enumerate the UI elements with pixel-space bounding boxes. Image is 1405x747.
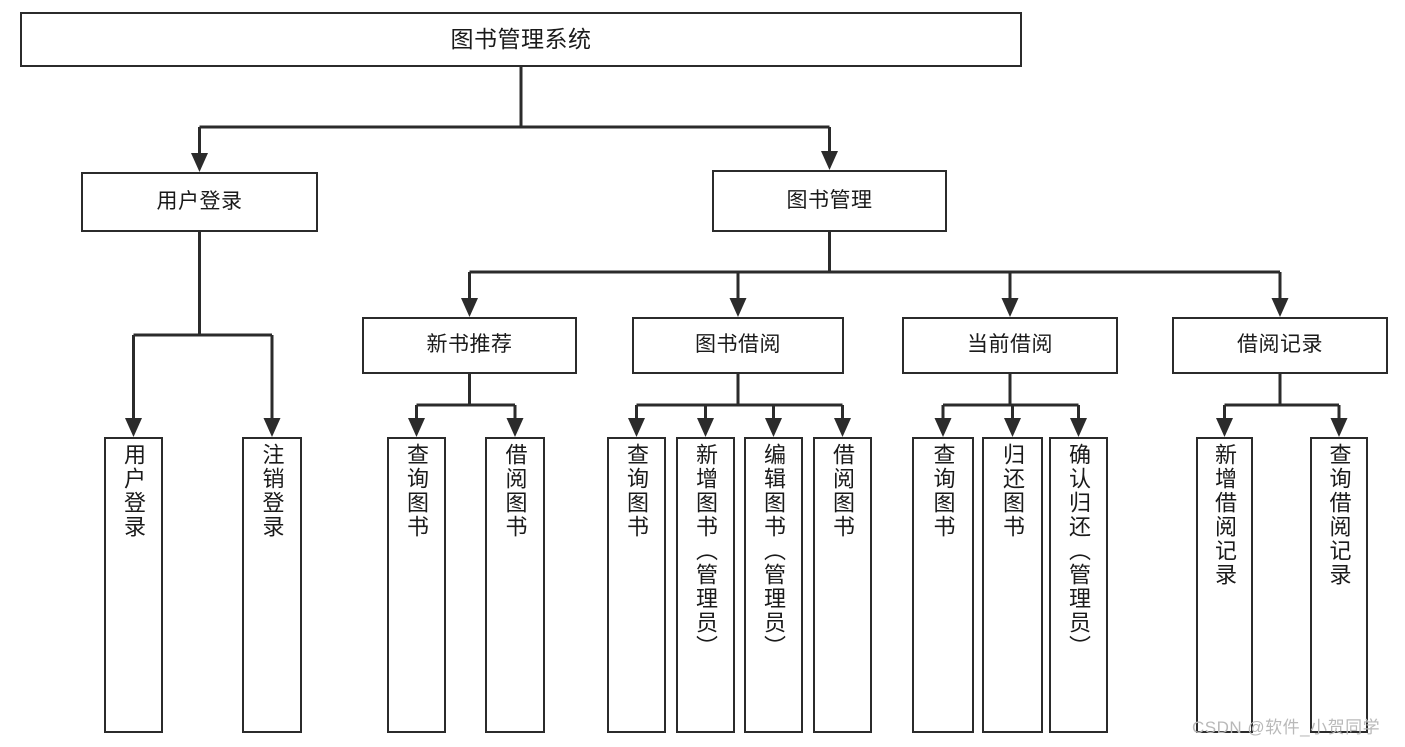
- node-n04[interactable]: 借阅图书: [485, 437, 545, 733]
- arrowhead-icon: [408, 418, 425, 437]
- node-label: 图书管理: [786, 188, 873, 212]
- node-label: 新增借阅记录: [1212, 443, 1238, 587]
- node-label: 注销登录: [259, 443, 285, 539]
- node-label: 用户登录: [121, 443, 147, 539]
- node-label: 借阅图书: [830, 443, 856, 539]
- arrowhead-icon: [191, 153, 208, 172]
- node-n03[interactable]: 查询图书: [387, 437, 446, 733]
- arrowhead-icon: [729, 298, 747, 317]
- node-label: 查询图书: [930, 443, 956, 539]
- node-root[interactable]: 图书管理系统: [20, 12, 1022, 67]
- node-label: 当前借阅: [967, 333, 1053, 357]
- node-l1b[interactable]: 图书管理: [712, 170, 947, 232]
- arrowhead-icon: [934, 418, 952, 437]
- arrowhead-icon: [506, 418, 524, 437]
- node-l2b[interactable]: 图书借阅: [632, 317, 844, 374]
- node-n07[interactable]: 编辑图书（管理员）: [744, 437, 803, 733]
- arrowhead-icon: [1070, 418, 1087, 437]
- node-n06[interactable]: 新增图书（管理员）: [676, 437, 735, 733]
- node-label: 图书管理系统: [450, 25, 592, 52]
- node-label: 新书推荐: [426, 333, 513, 357]
- node-l1a[interactable]: 用户登录: [81, 172, 318, 232]
- node-label: 查询借阅记录: [1326, 443, 1352, 587]
- arrowhead-icon: [697, 418, 714, 437]
- arrowhead-icon: [461, 298, 478, 317]
- arrowhead-icon: [834, 418, 851, 437]
- arrowhead-icon: [1216, 418, 1233, 437]
- node-n11[interactable]: 确认归还（管理员）: [1049, 437, 1108, 733]
- node-n13[interactable]: 查询借阅记录: [1310, 437, 1368, 733]
- arrowhead-icon: [263, 418, 281, 437]
- node-l2a[interactable]: 新书推荐: [362, 317, 577, 374]
- arrowhead-icon: [1004, 418, 1021, 437]
- node-label: 借阅图书: [502, 443, 528, 539]
- arrowhead-icon: [125, 418, 142, 437]
- arrowhead-icon: [765, 418, 782, 437]
- node-label: 归还图书: [1000, 443, 1026, 539]
- arrowhead-icon: [628, 418, 645, 437]
- arrowhead-icon: [1271, 298, 1289, 317]
- node-label: 用户登录: [156, 189, 243, 213]
- arrowhead-icon: [1330, 418, 1348, 437]
- node-n01[interactable]: 用户登录: [104, 437, 163, 733]
- arrowhead-icon: [821, 151, 838, 170]
- node-n10[interactable]: 归还图书: [982, 437, 1043, 733]
- node-label: 图书借阅: [695, 333, 781, 357]
- node-label: 查询图书: [624, 443, 650, 539]
- node-n09[interactable]: 查询图书: [912, 437, 974, 733]
- node-n02[interactable]: 注销登录: [242, 437, 302, 733]
- node-label: 编辑图书（管理员）: [761, 443, 787, 659]
- node-l2d[interactable]: 借阅记录: [1172, 317, 1388, 374]
- node-label: 确认归还（管理员）: [1066, 443, 1092, 659]
- node-label: 查询图书: [404, 443, 430, 539]
- node-l2c[interactable]: 当前借阅: [902, 317, 1118, 374]
- arrowhead-icon: [1001, 298, 1019, 317]
- node-n12[interactable]: 新增借阅记录: [1196, 437, 1253, 733]
- node-n05[interactable]: 查询图书: [607, 437, 666, 733]
- node-label: 新增图书（管理员）: [693, 443, 719, 659]
- node-label: 借阅记录: [1237, 333, 1323, 357]
- node-n08[interactable]: 借阅图书: [813, 437, 872, 733]
